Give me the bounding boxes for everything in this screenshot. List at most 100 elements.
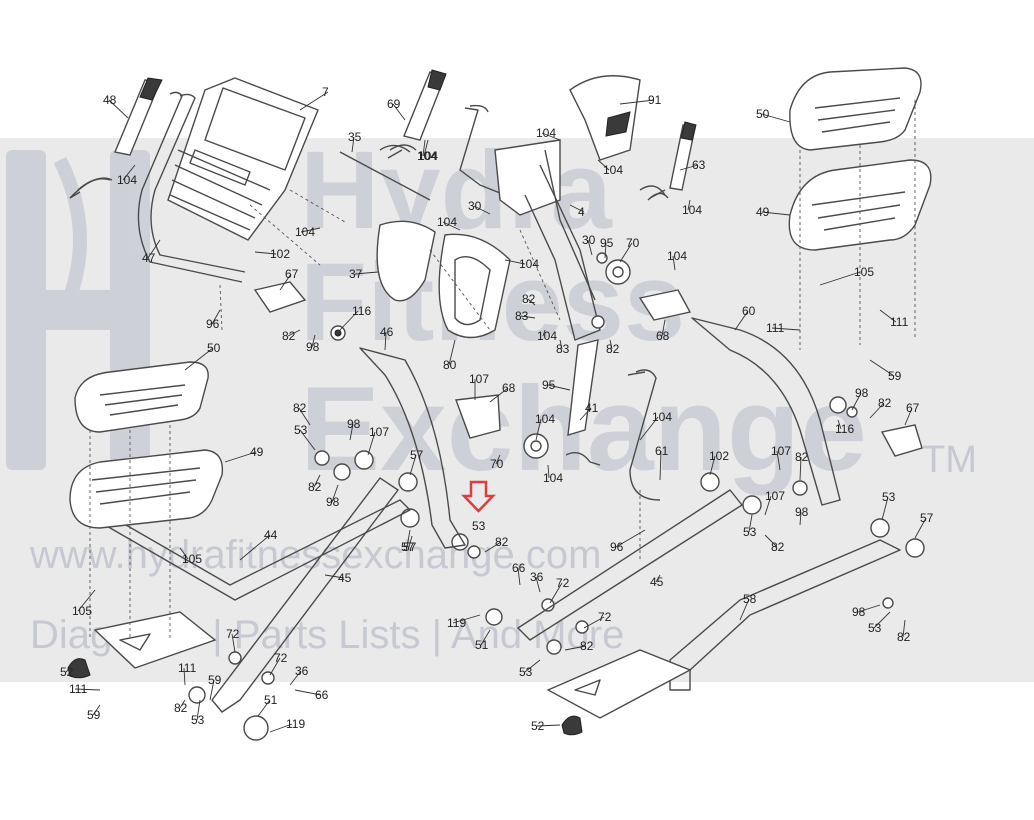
callout-leader-line [311,334,316,348]
callout-leader-line [298,407,311,426]
link-bar-part [567,339,599,436]
callout-leader-line [857,604,881,613]
callout-leader-line [748,514,753,533]
callout-number: 82 [897,630,911,644]
callout-leader-line [392,103,406,121]
callout-number: 36 [530,570,544,584]
callout-number: 46 [380,325,394,339]
callout-number: 49 [756,205,770,219]
callout-number: 51 [264,693,278,707]
callout-leader-line [287,329,301,337]
callout-number: 53 [294,423,308,437]
callout-number: 104 [603,163,623,177]
callout-leader-line [300,227,321,233]
callout-number: 67 [285,267,299,281]
callout-leader-line [524,659,541,673]
callout-leader-line [122,164,136,181]
callout-leader-line [179,699,186,709]
callout-number: 107 [771,444,791,458]
callout-number: 95 [542,378,556,392]
callout-leader-line [709,455,716,476]
callout-number: 104 [519,257,539,271]
axle-rod-part [339,151,431,201]
callout-leader-line [564,645,587,651]
callout-leader-line [147,239,161,259]
callout-leader-line [819,271,861,286]
callout-number: 59 [87,708,101,722]
leveling-feet [67,658,583,736]
callout-number: 104 [437,215,457,229]
callout-number: 66 [315,688,329,702]
callout-leader-line [655,574,661,583]
callout-leader-line [351,136,355,153]
callout-number: 111 [890,315,909,329]
callout-number: 53 [191,713,205,727]
callout-number: 111 [178,661,197,675]
callout-leader-line [619,242,633,263]
callout-leader-line [679,164,699,171]
callout-leader-line [569,204,585,213]
callout-number: 98 [855,386,869,400]
callout-number: 102 [709,449,729,463]
callout-number: 59 [208,673,222,687]
wheel-bearings [188,252,925,741]
callout-leader-line [869,359,895,377]
callout-number: 53 [743,525,757,539]
callout-leader-line [527,298,536,306]
callout-number: 104 [418,149,438,163]
callout-number: 50 [207,341,221,355]
left-pedal-part [69,361,224,529]
callout-number: 72 [598,610,612,624]
callout-leader-line [254,251,277,255]
callout-leader-line [339,310,359,331]
callout-leader-line [489,387,509,403]
left-handlebar-part [69,77,246,283]
callout-leader-line [409,454,417,476]
console-part [167,77,319,241]
callout-number: 98 [347,417,361,431]
highlight-arrow-icon [461,480,496,513]
callout-number: 111 [69,682,88,696]
callout-number: 104 [667,249,687,263]
callout-leader-line [77,589,96,612]
callout-leader-line [452,614,481,624]
callout-leader-line [597,159,610,171]
callout-number: 30 [582,233,596,247]
callout-leader-line [609,339,613,350]
callout-leader-line [324,574,345,579]
callout-leader-line [535,576,541,593]
callout-number: 30 [468,199,482,213]
callout-number: 104 [295,225,315,239]
callout-number: 82 [771,540,785,554]
callout-leader-line [873,611,891,629]
callout-leader-line [547,464,550,479]
callout-number: 57 [403,540,417,554]
callout-leader-line [484,541,502,553]
callout-leader-line [764,495,772,516]
callout-number: 63 [692,158,706,172]
callout-leader-line [354,271,379,275]
callout-number: 53 [868,621,882,635]
callout-number: 57 [401,540,415,554]
callout-number: 50 [756,107,770,121]
callout-number: 83 [515,309,529,323]
callout-leader-line [869,402,885,419]
callout-number: 104 [536,126,556,140]
callout-leader-line [881,496,889,521]
callout-number: 105 [854,265,874,279]
callout-number: 104 [535,412,555,426]
callout-leader-line [604,242,607,259]
callout-number: 67 [906,401,920,415]
callout-leader-line [92,704,101,716]
callout-leader-line [579,407,592,421]
callout-number: 72 [274,651,288,665]
callout-number: 47 [142,251,156,265]
callout-number: 104 [537,329,557,343]
callout-number: 82 [606,342,620,356]
callout-number: 82 [495,535,509,549]
callout-number: 98 [795,505,809,519]
callout-number: 98 [326,495,340,509]
callout-number: 104 [652,410,672,424]
